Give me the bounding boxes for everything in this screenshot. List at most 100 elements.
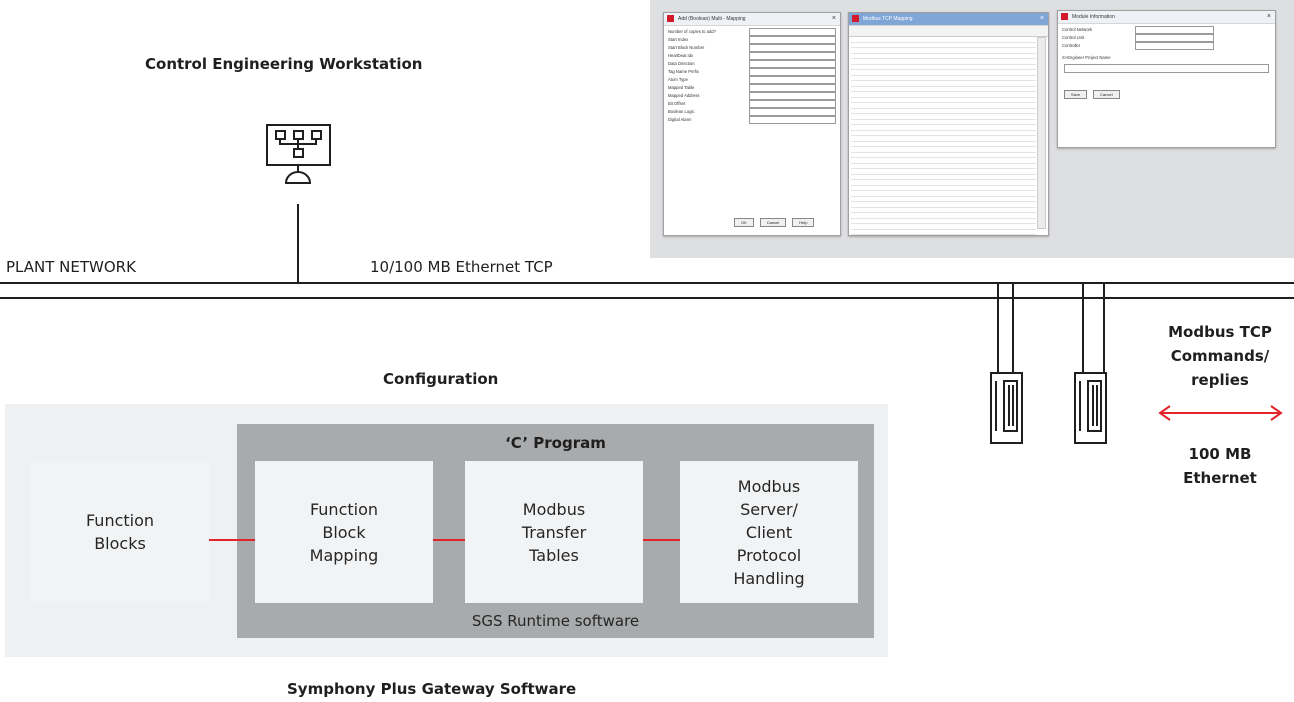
table-row[interactable] (851, 103, 1036, 109)
ok-button[interactable]: OK (734, 218, 754, 227)
form-field[interactable] (748, 44, 836, 52)
table-row[interactable] (851, 87, 1036, 92)
table-row[interactable] (851, 54, 1036, 59)
mapping-table (849, 37, 1048, 235)
form-row: Data Direction (668, 60, 836, 68)
scrollbar[interactable] (1037, 37, 1046, 229)
function-blocks-box: Function Blocks (31, 461, 209, 603)
table-row[interactable] (851, 219, 1036, 224)
table-row[interactable] (851, 125, 1036, 131)
form-row: Digital Alarm (668, 116, 836, 124)
form-label: Atom Type (668, 77, 688, 82)
table-row[interactable] (851, 175, 1036, 180)
form-field[interactable] (748, 100, 836, 108)
table-row[interactable] (851, 81, 1036, 87)
table-row[interactable] (851, 180, 1036, 186)
form-label: Data Direction (668, 61, 695, 66)
table-row[interactable] (851, 208, 1036, 213)
modbus-tcp-label: Modbus TCP Commands/ replies (1168, 323, 1272, 389)
project-path-field[interactable] (1064, 64, 1269, 73)
table-row[interactable] (851, 169, 1036, 175)
table-row[interactable] (851, 37, 1036, 43)
form-field[interactable] (748, 116, 836, 124)
save-button[interactable]: Save (1064, 90, 1088, 99)
form-field[interactable] (1134, 42, 1214, 50)
form-field[interactable] (748, 52, 836, 60)
form-field[interactable] (748, 84, 836, 92)
form-row: Mapped Table (668, 84, 836, 92)
table-row[interactable] (851, 120, 1036, 125)
cancel-button[interactable]: Cancel (759, 218, 787, 227)
form-field[interactable] (748, 60, 836, 68)
form-label: Start Index (668, 37, 689, 42)
table-row[interactable] (851, 98, 1036, 103)
transfer-tables-box: Modbus Transfer Tables (465, 461, 643, 603)
form-field[interactable] (748, 92, 836, 100)
form-label: Bit Offset (668, 101, 686, 106)
protocol-handling-box: Modbus Server/ Client Protocol Handling (680, 461, 858, 603)
form-label: Mapped Address (668, 93, 700, 98)
form-field[interactable] (1134, 34, 1214, 42)
table-row[interactable] (851, 109, 1036, 114)
table-row[interactable] (851, 147, 1036, 153)
form-row: Controller (1062, 42, 1214, 50)
runtime-label: SGS Runtime software (471, 612, 640, 630)
table-row[interactable] (851, 59, 1036, 65)
table-row[interactable] (851, 230, 1036, 235)
workstation-title: Control Engineering Workstation (145, 55, 423, 73)
form-label: Start Block Number (668, 45, 705, 50)
table-row[interactable] (851, 164, 1036, 169)
table-row[interactable] (851, 48, 1036, 54)
multi-mapping-dialog: Add (Boolean) Multi - Mapping× Number of… (663, 12, 841, 236)
form-row: Mapped Address (668, 92, 836, 100)
form-field[interactable] (748, 68, 836, 76)
c-program-title: ‘C’ Program (505, 434, 606, 452)
table-row[interactable] (851, 43, 1036, 48)
table-row[interactable] (851, 153, 1036, 158)
form-row: Control Network (1062, 26, 1214, 34)
table-row[interactable] (851, 92, 1036, 98)
form-label: Digital Alarm (668, 117, 692, 122)
table-row[interactable] (851, 136, 1036, 142)
table-row[interactable] (851, 142, 1036, 147)
form-row: Tag Name Prefix (668, 68, 836, 76)
form-label: Number of copies to add? (668, 29, 716, 34)
table-row[interactable] (851, 114, 1036, 120)
window-title: Modbus TCP Mapping (863, 16, 913, 22)
table-row[interactable] (851, 70, 1036, 76)
form-field[interactable] (748, 76, 836, 84)
table-row[interactable] (851, 213, 1036, 219)
workstation-network-icon (266, 124, 331, 184)
form-field[interactable] (748, 108, 836, 116)
configuration-label: Configuration (383, 370, 499, 388)
form-field[interactable] (748, 36, 836, 44)
form-label: Boolean Logic (668, 109, 695, 114)
table-row[interactable] (851, 158, 1036, 164)
plant-network-label: PLANT NETWORK (6, 258, 136, 276)
table-row[interactable] (851, 131, 1036, 136)
dialog-title: Module Information (1072, 14, 1115, 20)
form-row: Heartbeat Idx (668, 52, 836, 60)
modbus-mapping-window: Modbus TCP Mapping× (848, 12, 1049, 236)
form-row: Boolean Logic (668, 108, 836, 116)
form-row: Start Index (668, 36, 836, 44)
table-row[interactable] (851, 191, 1036, 197)
gateway-software-title: Symphony Plus Gateway Software (287, 680, 577, 698)
form-label: Control Unit (1062, 35, 1085, 40)
form-label: Heartbeat Idx (668, 53, 694, 58)
table-row[interactable] (851, 202, 1036, 208)
modbus-device-icon (1074, 372, 1107, 444)
table-row[interactable] (851, 76, 1036, 81)
table-row[interactable] (851, 65, 1036, 70)
form-row: Bit Offset (668, 100, 836, 108)
table-row[interactable] (851, 224, 1036, 230)
form-field[interactable] (1134, 26, 1214, 34)
help-button[interactable]: Help (792, 218, 815, 227)
table-row[interactable] (851, 197, 1036, 202)
form-field[interactable] (748, 28, 836, 36)
table-row[interactable] (851, 186, 1036, 191)
cancel-button[interactable]: Cancel (1093, 90, 1120, 99)
